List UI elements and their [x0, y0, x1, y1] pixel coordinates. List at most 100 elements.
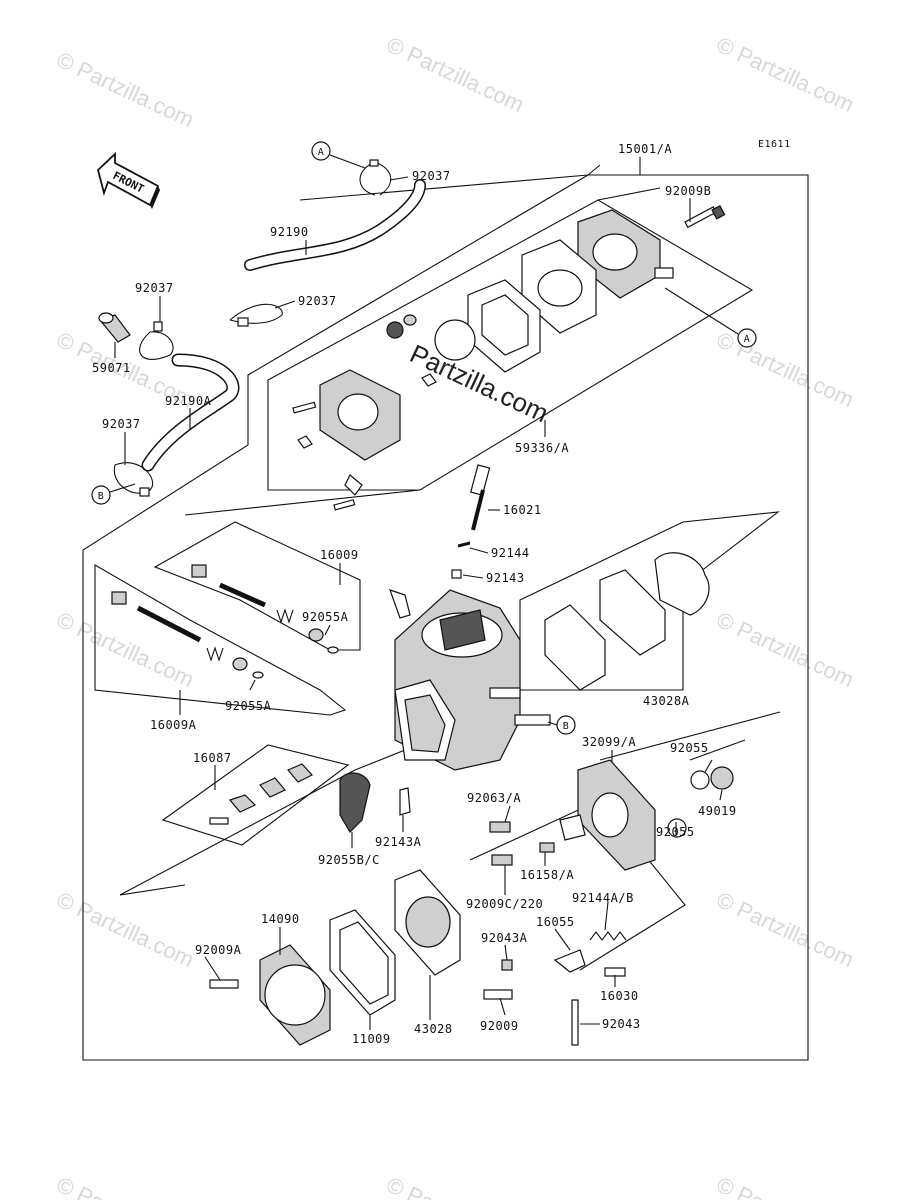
- clamp-92037-mid: [229, 303, 283, 327]
- part-label: 59071: [92, 361, 131, 375]
- pump-body-32099A: [559, 759, 656, 871]
- watermark-text: © Partzilla.com: [713, 327, 858, 412]
- part-label: 16009A: [150, 718, 197, 732]
- needle-16030: [604, 967, 626, 977]
- screw-92009C: [491, 854, 513, 866]
- cover-assembly-frame: [184, 187, 754, 516]
- seal-92043A: [501, 959, 513, 971]
- pin-92043: [571, 999, 579, 1046]
- plate-16087: [209, 763, 313, 825]
- valve-92143A: [399, 787, 411, 816]
- part-label: 92143: [486, 571, 525, 585]
- screw-16158A: [539, 842, 555, 853]
- cap-49019: [710, 766, 734, 790]
- part-label: 92190: [270, 225, 309, 239]
- part-label: 92190A: [165, 394, 212, 408]
- callout-a-top: A: [311, 141, 366, 169]
- part-label: 92009A: [195, 943, 242, 957]
- part-label: 92037: [102, 417, 141, 431]
- part-label: 14090: [261, 912, 300, 926]
- callout-a-label: A: [318, 147, 325, 158]
- part-label: 43028: [414, 1022, 453, 1036]
- screw-16009: [191, 564, 339, 654]
- part-label: 92043A: [481, 931, 528, 945]
- part-labels: 15001/A 92009B 92037 92190 92037 92037 5…: [92, 142, 737, 1046]
- callout-b-left: B: [91, 483, 136, 505]
- part-label: 16030: [600, 989, 639, 1003]
- part-label: 16055: [536, 915, 575, 929]
- gasket-59336-b: [467, 279, 541, 373]
- callout-b-label: B: [98, 491, 105, 502]
- gasket-43028A: [544, 552, 710, 691]
- part-label: 92055: [656, 825, 695, 839]
- part-label: 59336/A: [515, 441, 569, 455]
- part-label: 92043: [602, 1017, 641, 1031]
- watermark-text: © Partzilla.com: [713, 32, 858, 117]
- watermark-text: © Partzilla.com: [713, 1172, 858, 1200]
- spring-92144AB: [589, 931, 627, 941]
- callout-b-right: B: [547, 715, 576, 735]
- watermark-text: © Partzilla.com: [53, 1172, 198, 1200]
- part-label: 92063/A: [467, 791, 521, 805]
- part-label: 11009: [352, 1032, 391, 1046]
- watermark-text: © Partzilla.com: [53, 887, 198, 972]
- part-label: 16087: [193, 751, 232, 765]
- bolt-92009B: [684, 204, 726, 229]
- part-label: 92144: [491, 546, 530, 560]
- pump-cover-15001: [577, 209, 674, 299]
- screw-16009A: [111, 591, 264, 679]
- part-label: 16158/A: [520, 868, 574, 882]
- part-label: 92055A: [225, 699, 272, 713]
- part-label: 49019: [698, 804, 737, 818]
- part-label: 32099/A: [582, 735, 636, 749]
- callout-a-label: A: [744, 334, 751, 345]
- oring-92055: [667, 770, 710, 838]
- seat-92143: [451, 569, 462, 579]
- part-label: 92055B/C: [318, 853, 380, 867]
- part-label: 92037: [412, 169, 451, 183]
- part-label: 92009: [480, 1019, 519, 1033]
- diaphragm-43028: [394, 869, 461, 976]
- watermark-text: © Partzilla.com: [53, 47, 198, 132]
- screw-92009: [483, 989, 513, 1000]
- screw-92063A: [489, 821, 511, 833]
- spring-92144: [457, 541, 471, 548]
- part-label: 92037: [298, 294, 337, 308]
- part-label: 92009B: [665, 184, 711, 198]
- part-label: 92144A/B: [572, 891, 634, 905]
- part-label: 16021: [503, 503, 542, 517]
- part-label: 92143A: [375, 835, 422, 849]
- clamp-92037-low: [113, 462, 154, 497]
- jet-needle-16021: [470, 464, 491, 531]
- screw-16009-frame: [153, 521, 361, 651]
- diaphragm-92055BC: [339, 772, 371, 833]
- fitting-59071: [98, 312, 131, 343]
- watermark-text: © Partzilla.com: [53, 607, 198, 692]
- plate-16087-frame: [161, 744, 350, 846]
- carburetor-body: [389, 589, 551, 771]
- front-arrow-icon: FRONT: [96, 151, 160, 209]
- part-label: 92055A: [302, 610, 349, 624]
- part-label: 16009: [320, 548, 359, 562]
- lever-16055: [553, 949, 586, 973]
- watermark-text: © Partzilla.com: [713, 607, 858, 692]
- watermark-text: © Partzilla.com: [383, 1172, 528, 1200]
- watermark-text: © Partzilla.com: [383, 32, 528, 117]
- part-label: 15001/A: [618, 142, 672, 156]
- callout-a-right: A: [664, 287, 757, 348]
- leader-lines: [114, 157, 723, 1030]
- check-valve: [386, 314, 476, 361]
- clamp-92037-left: [139, 321, 174, 360]
- pump-body: [292, 369, 437, 511]
- callout-b-label: B: [563, 721, 570, 732]
- part-label: 92009C/220: [466, 897, 543, 911]
- screw-16009A-frame: [94, 564, 347, 716]
- part-label: 92055: [670, 741, 709, 755]
- cover-14090: [209, 944, 331, 1046]
- frame-outline: [82, 164, 809, 1061]
- part-label: 43028A: [643, 694, 690, 708]
- diagram-code: E1611: [758, 139, 791, 150]
- part-label: 92037: [135, 281, 174, 295]
- gasket-11009: [329, 909, 396, 1016]
